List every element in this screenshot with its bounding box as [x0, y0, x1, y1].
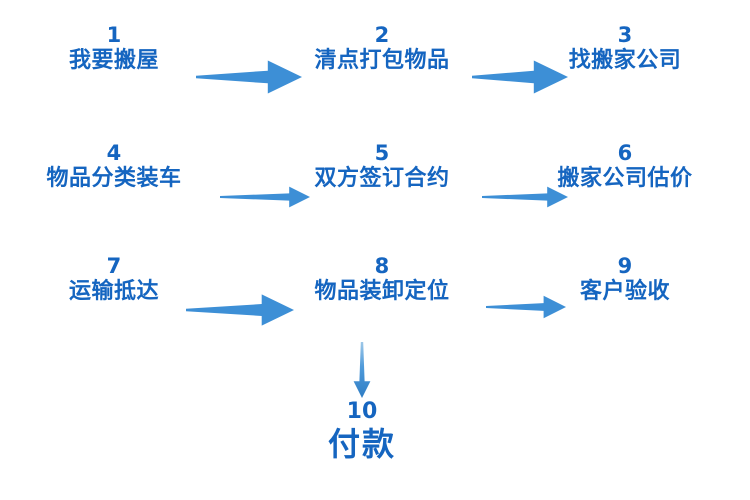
step-label-8: 物品装卸定位 [314, 279, 450, 305]
step-label-9: 客户验收 [579, 279, 671, 305]
step-number-3: 3 [617, 23, 633, 47]
step-number-8: 8 [374, 254, 390, 278]
step-number-6: 6 [617, 141, 633, 165]
step-number-1: 1 [106, 23, 122, 47]
step-label-3: 找搬家公司 [568, 48, 682, 74]
step-number-7: 7 [106, 254, 122, 278]
step-label-2: 清点打包物品 [314, 48, 450, 74]
arrow-8-to-10-icon [348, 342, 376, 398]
step-number-2: 2 [374, 23, 390, 47]
arrow-5-to-6-icon [482, 184, 568, 210]
step-label-10: 付款 [327, 425, 397, 464]
step-label-7: 运输抵达 [68, 279, 160, 305]
step-number-4: 4 [106, 141, 122, 165]
step-label-1: 我要搬屋 [68, 48, 160, 74]
arrow-1-to-2-icon [196, 59, 302, 95]
step-label-5: 双方签订合约 [314, 166, 450, 192]
arrow-7-to-8-icon [186, 293, 294, 327]
arrow-8-to-9-icon [486, 293, 566, 321]
step-label-6: 搬家公司估价 [557, 166, 693, 192]
step-number-10: 10 [346, 399, 378, 424]
step-number-9: 9 [617, 254, 633, 278]
arrow-2-to-3-icon [472, 59, 568, 95]
step-label-4: 物品分类装车 [46, 166, 182, 192]
step-number-5: 5 [374, 141, 390, 165]
arrow-4-to-5-icon [220, 184, 310, 210]
